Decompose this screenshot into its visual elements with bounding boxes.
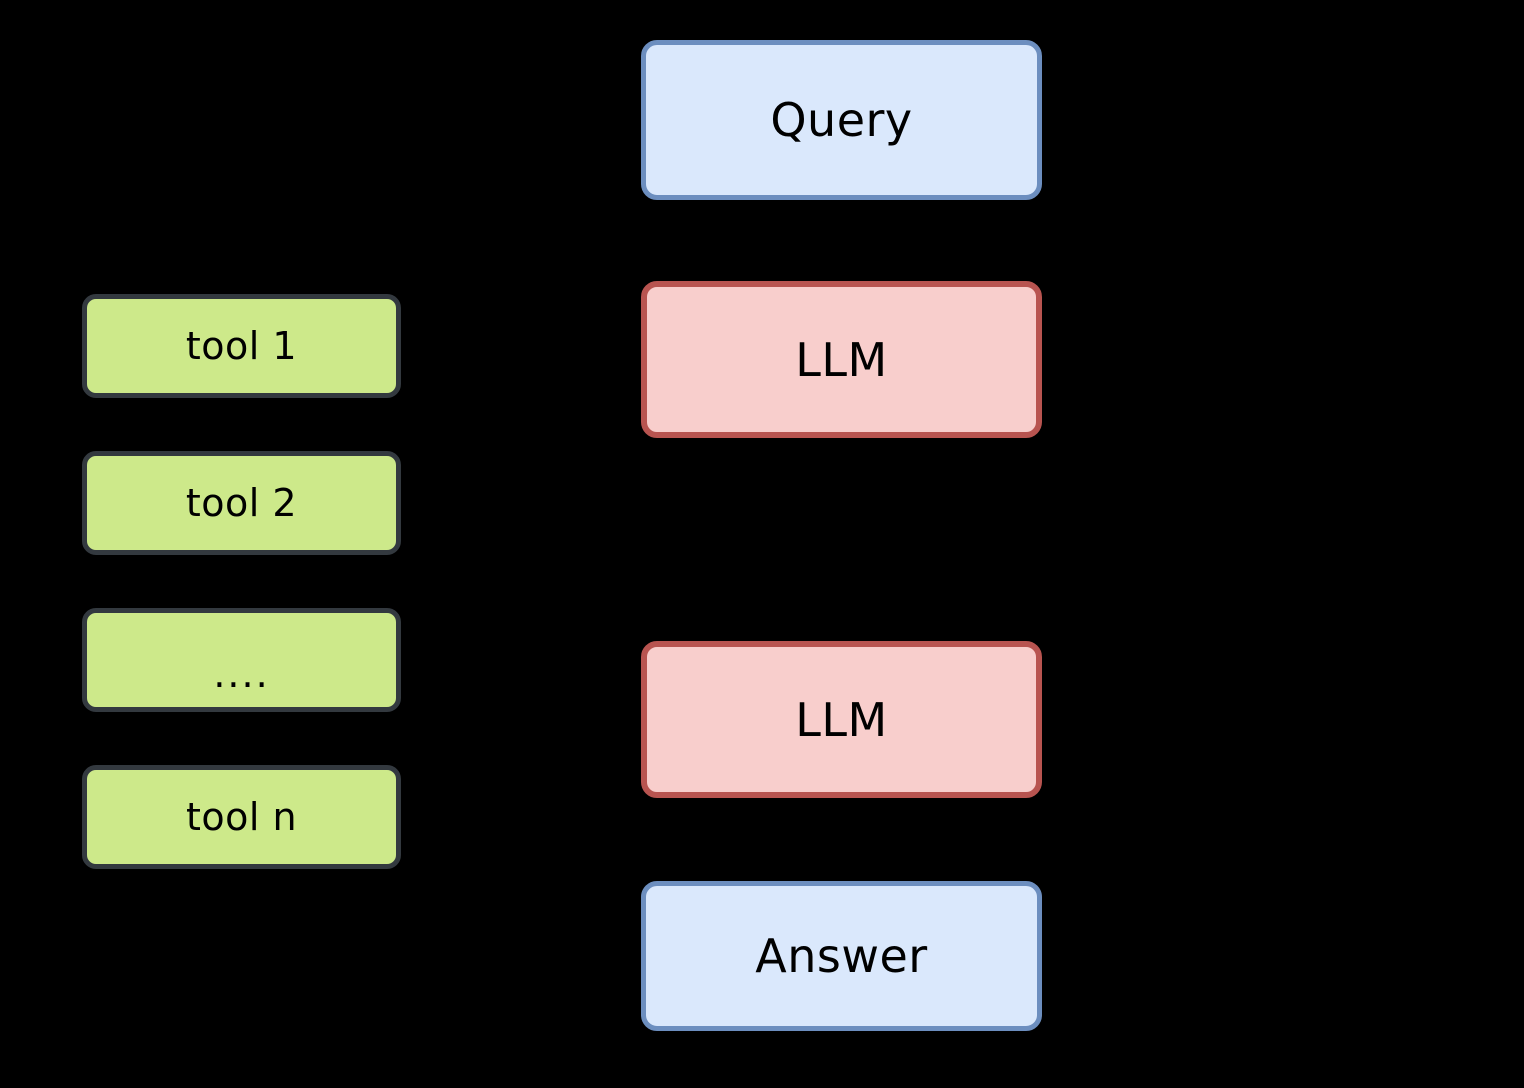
tool-node-n-label: tool n [185,795,298,839]
tool-node-1-label: tool 1 [185,324,298,368]
tool-node-n[interactable]: tool n [82,765,401,869]
llm-node-1-label: LLM [795,332,888,387]
answer-node[interactable]: Answer [641,881,1042,1031]
tool-node-ellipsis[interactable]: .... [82,608,401,712]
llm-node-2-label: LLM [795,692,888,747]
tool-node-2-label: tool 2 [185,481,298,525]
tool-node-2[interactable]: tool 2 [82,451,401,555]
query-node[interactable]: Query [641,40,1042,200]
tool-node-1[interactable]: tool 1 [82,294,401,398]
query-node-label: Query [770,93,913,147]
answer-node-label: Answer [755,929,928,983]
tool-node-ellipsis-label: .... [213,652,270,696]
llm-node-1[interactable]: LLM [641,281,1042,438]
llm-node-2[interactable]: LLM [641,641,1042,798]
